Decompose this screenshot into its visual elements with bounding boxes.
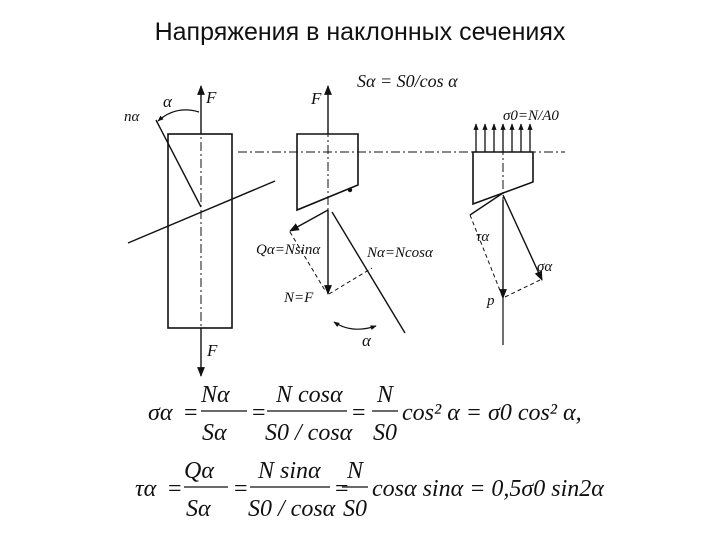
sigma-frac2-num: N cosα	[275, 382, 343, 408]
label-N-eq-F: N=F	[283, 290, 314, 306]
N-alpha-line	[331, 211, 406, 334]
tau-lhs: τα	[135, 476, 157, 502]
tau-dashed-1	[469, 214, 504, 299]
equals-sign: =	[352, 400, 366, 426]
tau-frac2-num: N sinα	[257, 458, 321, 484]
left-bar-group: nα α F F	[124, 85, 276, 377]
sigma-frac1-num: Nα	[200, 382, 230, 408]
middle-piece-group: F Qα=Nsinα Nα=Ncosα N=F α	[256, 85, 434, 350]
Q-alpha-arrow	[289, 209, 329, 232]
equals-sign: =	[168, 476, 182, 502]
right-piece-outline	[472, 151, 534, 206]
formula-tau: τα = Qα Sα = N sinα S0 / cosα = N S0 cos…	[135, 458, 604, 522]
label-p: p	[486, 293, 495, 309]
label-N-alpha: Nα=Ncosα	[366, 245, 434, 261]
label-tau-alpha: τα	[476, 229, 490, 245]
tau-frac2-den: S0 / cosα	[248, 496, 336, 522]
tau-tail: cosα sinα = 0,5σ0 sin2α	[372, 476, 604, 502]
bar-rectangle	[167, 133, 233, 329]
sigma-lhs: σα	[148, 400, 173, 426]
sigma-frac3-den: S0	[373, 420, 397, 446]
sigma-frac1-den: Sα	[202, 420, 227, 446]
cut-piece-outline	[296, 133, 359, 212]
sigma-frac3-num: N	[376, 382, 395, 408]
dashed-projection-2	[328, 267, 373, 295]
tau-frac3-num: N	[346, 458, 365, 484]
label-sigma-alpha: σα	[537, 259, 553, 275]
tau-frac3-den: S0	[343, 496, 367, 522]
equals-sign: =	[184, 400, 198, 426]
tau-frac1-num: Qα	[184, 458, 214, 484]
equals-sign: =	[335, 476, 349, 502]
label-Q-alpha: Qα=Nsinα	[256, 242, 321, 258]
label-alpha-bottom: α	[362, 331, 372, 350]
formula-sigma: σα = Nα Sα = N cosα S0 / cosα = N S0 cos…	[148, 382, 582, 446]
sigma-alpha-arrow	[502, 194, 543, 281]
alpha-arc-bottom	[333, 321, 377, 330]
tau-alpha-arrow	[469, 192, 504, 216]
normal-line	[155, 119, 202, 208]
section-point	[347, 187, 353, 193]
right-piece-group: σ0=N/A0 τα σα p	[469, 108, 559, 345]
tau-dashed-2	[504, 279, 541, 298]
area-relation-label: Sα = S0/cos α	[357, 71, 458, 91]
label-sigma0-def: σ0=N/A0	[503, 108, 559, 124]
alpha-arc-top	[157, 109, 200, 122]
label-F-top-mid: F	[310, 89, 322, 108]
equals-sign: =	[234, 476, 248, 502]
tau-frac1-den: Sα	[186, 496, 211, 522]
sigma-frac2-den: S0 / cosα	[265, 420, 353, 446]
section-line	[127, 180, 276, 244]
sigma-tail: cos² α = σ0 cos² α,	[402, 400, 582, 426]
label-F-bottom: F	[206, 341, 218, 360]
equals-sign: =	[252, 400, 266, 426]
label-alpha-top: α	[163, 92, 173, 111]
slide-title: Напряжения в наклонных сечениях	[154, 18, 566, 46]
dashed-projection-1	[289, 231, 327, 293]
label-n-alpha: nα	[124, 109, 141, 125]
label-F-top-left: F	[205, 88, 217, 107]
